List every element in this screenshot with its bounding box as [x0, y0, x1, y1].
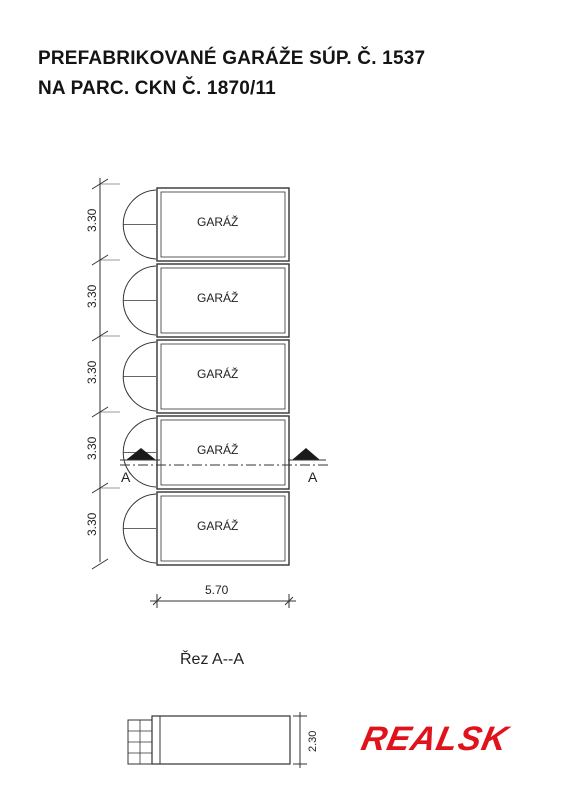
- realsk-logo: REALSK: [358, 720, 512, 758]
- section-arrow-right: [292, 448, 320, 460]
- garage-label: GARÁŽ: [197, 366, 238, 381]
- garage-unit: GARÁŽ: [156, 491, 290, 566]
- unit-width-label: 3.30: [85, 284, 99, 308]
- page-title: PREFABRIKOVANÉ GARÁŽE SÚP. Č. 1537 NA PA…: [38, 44, 578, 104]
- section-line-a: A A: [120, 448, 330, 485]
- title-line-1: PREFABRIKOVANÉ GARÁŽE SÚP. Č. 1537: [38, 48, 426, 69]
- section-marker-left: A: [121, 469, 131, 485]
- section-height-label: 2.30: [307, 731, 319, 752]
- garage-unit: GARÁŽ: [156, 187, 290, 262]
- section-title: Řez A--A: [180, 649, 244, 668]
- section-a-a-drawing: 2.30: [127, 712, 319, 768]
- vertical-dimension-chain: 3.30 3.30 3.30 3.30 3.30: [85, 178, 120, 570]
- garage-label: GARÁŽ: [197, 290, 238, 305]
- garage-units: GARÁŽ GARÁŽ GARÁŽ GARÁŽ GARÁŽ: [156, 187, 290, 566]
- garage-label: GARÁŽ: [197, 442, 238, 457]
- garage-label: GARÁŽ: [197, 214, 238, 229]
- unit-width-label: 3.30: [85, 360, 99, 384]
- door-swing: [122, 493, 157, 564]
- unit-width-label: 3.30: [85, 208, 99, 232]
- garage-label: GARÁŽ: [197, 518, 238, 533]
- title-line-2: NA PARC. CKN Č. 1870/11: [38, 78, 276, 99]
- garage-doors: [122, 189, 157, 564]
- door-swing: [122, 265, 157, 336]
- door-swing: [122, 341, 157, 412]
- horizontal-dimension: 5.70: [150, 583, 296, 608]
- garage-unit: GARÁŽ: [156, 339, 290, 414]
- garage-unit: GARÁŽ: [156, 263, 290, 338]
- door-swing: [122, 189, 157, 260]
- section-arrow-left: [126, 448, 156, 460]
- depth-dimension-label: 5.70: [205, 583, 229, 597]
- unit-width-label: 3.30: [85, 436, 99, 460]
- section-marker-right: A: [308, 469, 318, 485]
- garage-unit: GARÁŽ: [156, 415, 290, 490]
- unit-width-label: 3.30: [85, 512, 99, 536]
- dimension-tick: [91, 558, 109, 570]
